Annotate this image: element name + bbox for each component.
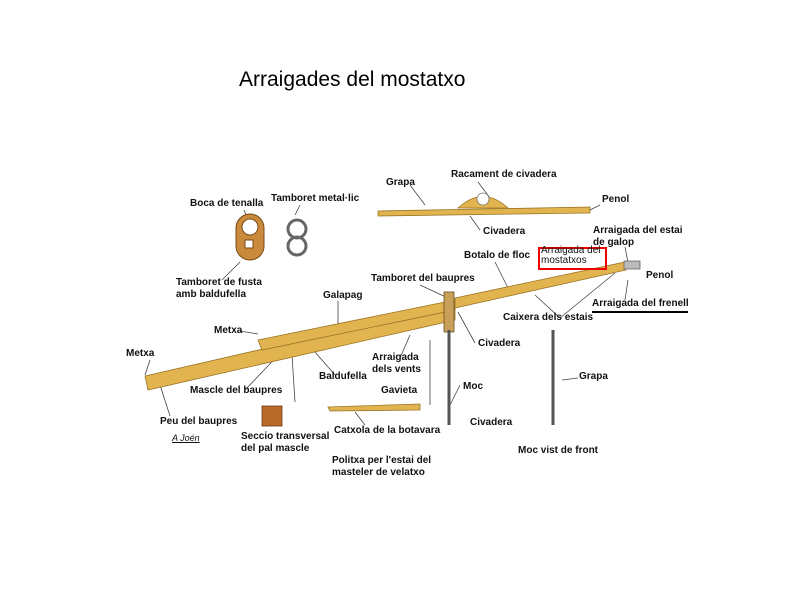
label-tamboret-baupres: Tamboret del baupres	[371, 273, 475, 284]
label-line: dels vents	[372, 364, 421, 375]
label-line: amb baldufella	[176, 289, 247, 300]
label-peu: Peu del baupres	[160, 416, 238, 427]
highlight-box	[538, 247, 607, 270]
label-grapa: Grapa	[386, 177, 415, 188]
label-metxa-2: Metxa	[126, 348, 155, 359]
dolphin-striker	[447, 330, 555, 425]
label-grapa-right: Grapa	[579, 371, 608, 382]
label-moc-front: Moc vist de front	[518, 445, 599, 456]
label-civadera-low: Civadera	[470, 417, 513, 428]
label-line: Arraigada del estai	[593, 225, 683, 236]
bowsprit-spar	[144, 260, 641, 427]
label-racament: Racament de civadera	[451, 169, 557, 180]
label-mascle: Mascle del baupres	[190, 385, 283, 396]
label-line: de galop	[593, 237, 635, 248]
label-tamboret-metal: Tamboret metal·lic	[271, 193, 360, 204]
frenell-underline	[592, 311, 688, 313]
label-moc: Moc	[463, 381, 483, 392]
label-line: masteler de velatxo	[332, 467, 425, 478]
label-frenell: Arraigada del frenell	[592, 298, 689, 309]
label-gavieta: Gavieta	[381, 385, 418, 396]
label-galapag: Galapag	[323, 290, 363, 301]
label-penol-top: Penol	[602, 194, 630, 205]
label-botalo: Botalo de floc	[464, 250, 531, 261]
label-line: del pal mascle	[241, 443, 310, 454]
label-line: Arraigada	[372, 352, 419, 363]
label-baldufella: Baldufella	[319, 371, 367, 382]
civadera-yard	[377, 192, 591, 217]
label-penol: Penol	[646, 270, 674, 281]
signature: A Joén	[172, 433, 200, 443]
wooden-cap	[235, 213, 265, 261]
label-boca: Boca de tenalla	[190, 198, 264, 209]
label-catxola: Catxola de la botavara	[334, 425, 441, 436]
label-line: Politxa per l'estai del	[332, 455, 432, 466]
label-metxa-1: Metxa	[214, 325, 243, 336]
leader-lines	[144, 181, 629, 426]
label-civadera-top: Civadera	[483, 226, 526, 237]
label-line: Seccio transversal	[241, 431, 330, 442]
label-caixera: Caixera dels estais	[503, 312, 594, 323]
diagram-title: Arraigades del mostatxo	[239, 68, 466, 91]
label-line: Arraigada del	[541, 245, 601, 256]
label-line: mostatxos	[541, 255, 587, 266]
label-line: Tamboret de fusta	[176, 277, 262, 288]
label-civadera-mid: Civadera	[478, 338, 521, 349]
metal-cap	[286, 218, 308, 257]
